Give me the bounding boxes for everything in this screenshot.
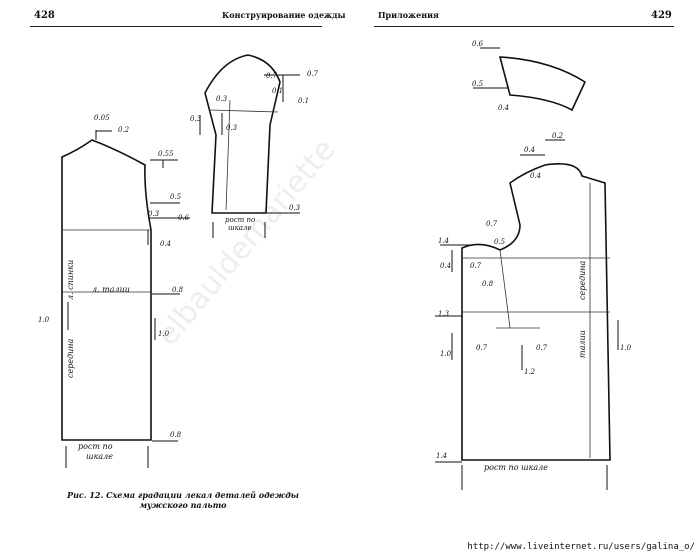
label-dim: 1.3 [438,310,450,318]
label-dim: 0.6 [472,40,484,48]
label-dim: 0.7 [266,72,278,80]
back-line-label: л. спинки [66,259,75,300]
waist-line-label: л. талии [92,285,130,294]
left-header-rule [30,26,322,27]
label-dim: 0.05 [94,114,110,122]
label-dim: 0.8 [170,431,182,439]
label-dim: 0.2 [118,126,130,134]
caption-line2: мужского пальто [139,500,227,511]
back-seam-label: середина [66,338,75,378]
label-dim: 0.6 [178,214,190,222]
left-page-title: Конструирование одежды [222,10,346,20]
label-dim: 0.7 [486,220,498,228]
collar-pattern [498,56,587,112]
left-page-number: 428 [34,10,55,21]
label-dim: 0.2 [552,132,564,140]
label-dim: 0.5 [170,193,182,201]
label-dim: 0.3 [216,95,228,103]
label-dim: 0.55 [158,150,174,158]
sleeve-grow-label: шкале [228,224,252,232]
label-dim: 0.8 [482,280,494,288]
label-dim: 0.3 [226,124,238,132]
label-dim: 0.7 [307,70,319,78]
right-page-title: Приложения [378,10,439,20]
label-dim: 0.7 [476,344,488,352]
label-dim: 1.0 [38,316,50,324]
right-page-number: 429 [651,10,672,21]
label-dim: 1.2 [524,368,536,376]
label-dim: 0.3 [289,204,301,212]
figure-caption: Рис. 12. Схема градации лекал деталей од… [58,490,308,511]
label-dim: 0.1 [272,87,284,95]
front-pattern [461,163,611,461]
sleeve-pattern [204,54,281,214]
label-dim: 1.4 [436,452,448,460]
front-grow-label: рост по шкале [484,463,549,472]
label-dim: 1.4 [438,237,450,245]
source-url[interactable]: http://www.liveinternet.ru/users/galina_… [467,542,695,552]
label-dim: 0.4 [160,240,172,248]
label-dim: 0.7 [470,262,482,270]
label-dim: 0.4 [498,104,510,112]
label-dim: 1.0 [158,330,170,338]
label-dim: 0.8 [172,286,184,294]
label-dim: 0.7 [536,344,548,352]
label-dim: 0.4 [524,146,536,154]
label-dim: 1.0 [620,344,632,352]
grow-scale-label: рост по [78,442,113,451]
back-pattern [61,139,152,441]
label-dim: 0.3 [148,210,160,218]
sleeve-grow-label: рост по [225,216,256,224]
front-mid-label: середина [578,260,587,300]
right-header-rule [374,26,674,27]
label-dim: 0.3 [190,115,202,123]
label-dim: 0.4 [440,262,452,270]
front-waist-label: талии [578,330,587,358]
grow-scale-label: шкале [86,452,113,461]
label-dim: 0.5 [472,80,484,88]
label-dim: 1.0 [440,350,452,358]
label-dim: 0.4 [530,172,542,180]
label-dim: 0.1 [298,97,310,105]
label-dim: 0.5 [494,238,506,246]
caption-line1: Рис. 12. Схема градации лекал деталей од… [67,490,299,500]
